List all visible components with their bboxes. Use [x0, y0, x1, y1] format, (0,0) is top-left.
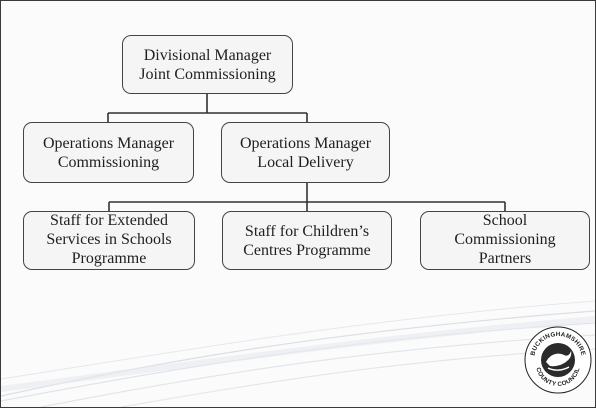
node-label: Divisional Manager Joint Commissioning — [139, 46, 276, 83]
node-divisional-manager: Divisional Manager Joint Commissioning — [122, 35, 293, 94]
node-label: School Commissioning Partners — [454, 212, 556, 267]
buckinghamshire-county-council-logo: BUCKINGHAMSHIRE COUNTY COUNCIL — [524, 326, 592, 394]
node-staff-childrens-centres: Staff for Children’s Centres Programme — [222, 211, 392, 270]
node-staff-extended-services: Staff for Extended Services in Schools P… — [23, 211, 195, 270]
node-operations-manager-local-delivery: Operations Manager Local Delivery — [221, 122, 390, 183]
node-label: Operations Manager Local Delivery — [239, 134, 372, 171]
node-operations-manager-commissioning: Operations Manager Commissioning — [23, 122, 194, 183]
node-label: Staff for Extended Services in Schools P… — [46, 212, 172, 267]
node-label: Operations Manager Commissioning — [42, 134, 175, 171]
node-school-commissioning-partners: School Commissioning Partners — [420, 211, 590, 270]
node-label: Staff for Children’s Centres Programme — [243, 222, 371, 259]
